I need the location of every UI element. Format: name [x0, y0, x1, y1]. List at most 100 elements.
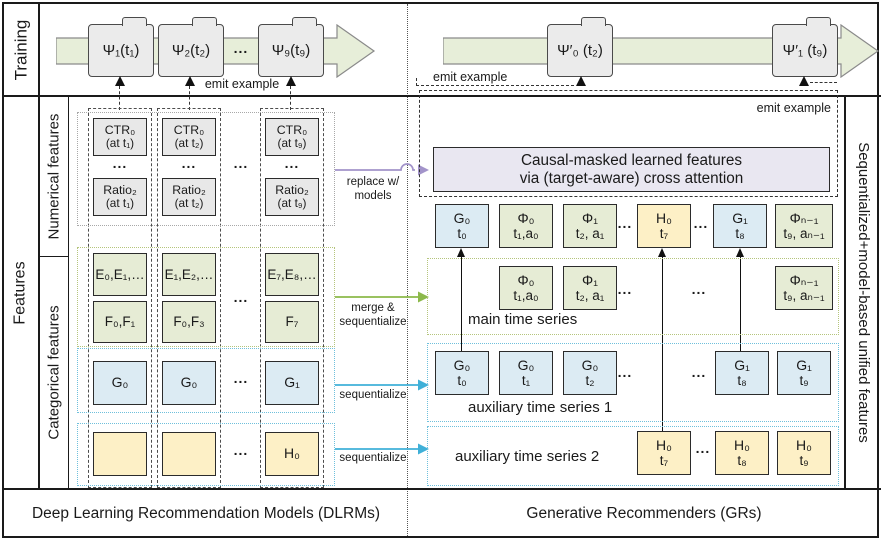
series-bottom: t₈	[737, 453, 747, 469]
ratio-time: (at t₁)	[105, 196, 135, 211]
ctr-label: CTR₀	[173, 122, 205, 137]
emit-marker-icon	[185, 76, 195, 86]
cross-attention-box: Causal-masked learned features via (targ…	[433, 147, 830, 192]
arrow-up-icon	[658, 248, 666, 257]
numerical-features-header: Numerical features	[40, 97, 69, 257]
e-box: E₇,E₈,…	[265, 253, 319, 296]
merge-arrow	[335, 291, 429, 303]
sequentialize-label-2: sequentialize	[339, 452, 407, 464]
ratio-box: Ratio₂ (at t₁)	[93, 178, 147, 216]
ctr-box: CTR₀ (at t₁)	[93, 118, 147, 156]
emit-marker-icon	[799, 76, 809, 86]
cross-attention-line1: Causal-masked learned features	[520, 152, 743, 170]
h-box-empty	[93, 432, 147, 476]
series-top: H₀	[656, 436, 672, 453]
series-bottom: t₇	[659, 453, 669, 469]
merge-label: merge & sequentialize	[330, 302, 416, 329]
series-top: Φₙ₋₁	[789, 271, 819, 288]
features-footer-divider	[2, 488, 881, 490]
series-ellipsis: ...	[617, 364, 633, 380]
model-label: Ψ₁(t₁)	[102, 42, 140, 59]
series-ellipsis: ...	[691, 281, 707, 297]
aux2-to-token-connector	[662, 250, 663, 432]
model-box-psi-prime1: Ψ′₁ (t₉)	[772, 17, 838, 77]
series-top: G₀	[581, 356, 599, 373]
replace-label: replace w/ models	[336, 176, 410, 203]
aux2-label: auxiliary time series 2	[455, 448, 600, 465]
series-bottom: t₂, a₁	[575, 288, 605, 304]
series-bottom: t₁,a₀	[513, 288, 539, 304]
aux1-label: auxiliary time series 1	[468, 399, 613, 416]
series-top: G₁	[734, 356, 750, 373]
model-label: Ψ₂(t₂)	[171, 42, 211, 59]
series-top: G₁	[796, 356, 812, 373]
e-box: E₀,E₁,…	[93, 253, 147, 296]
emit-dash	[810, 82, 837, 83]
between-column-ellipsis: ...	[233, 442, 249, 458]
aux1-band	[427, 343, 839, 422]
token-bottom: t₁,a₀	[513, 226, 539, 242]
features-row-label: Features	[12, 260, 30, 325]
ctr-box: CTR₀ (at t₂)	[162, 118, 216, 156]
ratio-label: Ratio₂	[103, 182, 137, 197]
between-column-ellipsis: ...	[233, 370, 249, 386]
series-bottom: t₂	[585, 373, 595, 389]
aux2-band	[427, 426, 839, 486]
model-box-psi-prime0: Ψ′₀ (t₂)	[547, 17, 613, 77]
f-box: F₇	[265, 301, 319, 343]
g-box: G₀	[162, 361, 216, 405]
token-bottom: t₀	[457, 226, 467, 242]
series-bottom: t₉	[799, 453, 809, 469]
e-box: E₁,E₂,…	[162, 253, 216, 296]
features-row-header: Features	[4, 97, 40, 488]
token-bottom: t₂, a₁	[575, 226, 605, 242]
unified-features-header: Sequentialized+model-based unified featu…	[844, 97, 881, 488]
token-bottom: t₈	[735, 226, 745, 242]
emit-marker-icon	[286, 76, 296, 86]
ratio-time: (at t₉)	[277, 196, 307, 211]
replace-label-line2: models	[354, 189, 392, 202]
training-ellipsis: ...	[233, 40, 249, 56]
cross-attention-line2: via (target-aware) cross attention	[519, 169, 744, 187]
series-bottom: t₀	[457, 373, 467, 389]
column-ellipsis: ...	[112, 155, 128, 171]
sequentialize-label-1: sequentialize	[339, 389, 407, 401]
gr-emit-region	[419, 90, 838, 197]
series-top: H₀	[734, 436, 750, 453]
h-box-empty	[162, 432, 216, 476]
model-label: Ψ₉(t₉)	[271, 42, 311, 59]
emit-example-label-dlrm: emit example	[204, 77, 280, 91]
arrow-up-icon	[736, 248, 744, 257]
sequentialize-arrow-1	[335, 379, 429, 391]
ratio-box: Ratio₂ (at t₂)	[162, 178, 216, 216]
token-top: G₀	[453, 209, 471, 226]
series-bottom: t₉	[799, 373, 809, 389]
emit-dash	[416, 78, 417, 86]
snapshot-column-t2	[157, 108, 221, 488]
emit-marker-icon	[115, 76, 125, 86]
series-top: Φ₀	[517, 271, 535, 288]
ratio-label: Ratio₂	[172, 182, 206, 197]
g-box: G₁	[265, 361, 319, 405]
token-ellipsis: ...	[617, 215, 633, 231]
ctr-time: (at t₉)	[277, 136, 307, 151]
aux1-to-token-connector	[740, 250, 741, 351]
emit-marker-icon	[576, 76, 586, 86]
g-box: G₀	[93, 361, 147, 405]
emit-example-label-gr-right: emit example	[756, 101, 831, 115]
model-label: Ψ′₁ (t₉)	[782, 42, 828, 59]
model-box-psi1: Ψ₁(t₁)	[88, 17, 154, 77]
